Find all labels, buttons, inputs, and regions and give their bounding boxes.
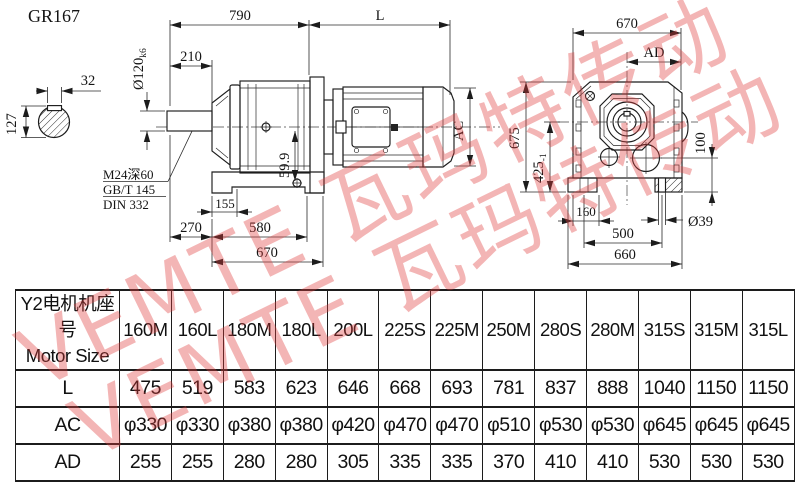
cell: 668 <box>378 369 432 408</box>
col-header: 250M <box>482 289 536 371</box>
motor-size-table: Y2电机机座号 Motor Size 160M 160L 180M 180L 2… <box>15 289 795 482</box>
cell: φ645 <box>689 406 743 445</box>
dim-center-height-425: 425-1 <box>531 153 549 183</box>
cell: 255 <box>170 443 224 482</box>
table-header-row: Y2电机机座号 Motor Size 160M 160L 180M 180L 2… <box>15 289 795 371</box>
dim-foot-hole-155: 155 <box>215 196 235 211</box>
cell: φ330 <box>170 406 224 445</box>
cell: 837 <box>534 369 588 408</box>
col-header: 160L <box>170 289 224 371</box>
row-label: AD <box>15 443 120 482</box>
cell: 888 <box>586 369 639 408</box>
cell: φ330 <box>119 406 172 445</box>
cell: 255 <box>119 443 172 482</box>
cell: 370 <box>482 443 536 482</box>
technical-drawing: GR167 32 127 Ø120k6 M24深60 GB/T 145 DIN … <box>4 6 718 269</box>
dim-motor-length-L: L <box>376 8 385 24</box>
col-header: 180L <box>274 289 328 371</box>
cell: φ645 <box>741 406 795 445</box>
cell: 410 <box>534 443 588 482</box>
cell: 781 <box>482 369 536 408</box>
note-standard-gbt: GB/T 145 <box>103 182 155 197</box>
dim-foot-hole-dia-39: Ø39 <box>688 214 713 230</box>
dim-foot-pitch-580: 580 <box>249 220 271 236</box>
cell: 623 <box>274 369 328 408</box>
cell: 1150 <box>741 369 795 408</box>
dim-overhang-270: 270 <box>180 220 202 236</box>
cell: 693 <box>430 369 484 408</box>
cell: 583 <box>222 369 276 408</box>
dim-base-width-660: 660 <box>614 247 636 263</box>
col-header: 180M <box>222 289 276 371</box>
col-header: 315L <box>741 289 795 371</box>
header-motor-size: Y2电机机座号 Motor Size <box>15 289 120 371</box>
cell: 1150 <box>689 369 743 408</box>
dim-shaft-length-210: 210 <box>180 49 202 65</box>
cell: 530 <box>637 443 691 482</box>
col-header: 200L <box>326 289 380 371</box>
col-header: 160M <box>119 289 172 371</box>
row-label: AC <box>15 406 120 445</box>
col-header: 225M <box>430 289 484 371</box>
side-view: 790 L 210 59.9 AC 155 270 580 670 <box>156 8 500 267</box>
dim-height-675: 675 <box>507 127 523 149</box>
cell: 335 <box>430 443 484 482</box>
cell: φ380 <box>274 406 328 445</box>
dim-section-height: 127 <box>4 113 20 135</box>
cell: φ645 <box>637 406 691 445</box>
table-row-AC: AC φ330 φ330 φ380 φ380 φ420 φ470 φ470 φ5… <box>15 406 795 445</box>
note-standard-din: DIN 332 <box>103 197 149 212</box>
dim-width-670: 670 <box>616 16 638 32</box>
cell: φ530 <box>534 406 588 445</box>
dim-hole-height-100: 100 <box>693 132 709 154</box>
dim-foot-offset-160: 160 <box>576 204 596 219</box>
cell: 475 <box>119 369 172 408</box>
cell: 1040 <box>637 369 691 408</box>
dim-motor-diameter-AC: AC <box>451 121 467 141</box>
cell: 646 <box>326 369 380 408</box>
cell: 280 <box>274 443 328 482</box>
cell: φ470 <box>430 406 484 445</box>
col-header: 280M <box>586 289 639 371</box>
col-header: 315S <box>637 289 691 371</box>
cell: φ470 <box>378 406 432 445</box>
header-motor-size-cn: Y2电机机座号 <box>20 293 115 340</box>
cell: φ530 <box>586 406 639 445</box>
cell: φ380 <box>222 406 276 445</box>
dim-key-width: 32 <box>81 73 96 89</box>
note-tap: M24深60 <box>103 167 154 182</box>
col-header: 225S <box>378 289 432 371</box>
table-row-AD: AD 255 255 280 280 305 335 335 370 410 4… <box>15 443 795 482</box>
end-view: 670 AD 675 425-1 100 Ø39 160 500 <box>507 16 718 269</box>
dim-base-670: 670 <box>256 245 278 261</box>
cell: φ510 <box>482 406 536 445</box>
dim-overall-790: 790 <box>229 8 251 24</box>
table-row-L: L 475 519 583 623 646 668 693 781 837 88… <box>15 369 795 408</box>
row-label: L <box>15 369 120 408</box>
col-header: 315M <box>689 289 743 371</box>
cell: 530 <box>741 443 795 482</box>
dim-terminal-AD: AD <box>644 45 665 61</box>
cell: 335 <box>378 443 432 482</box>
cell: 530 <box>689 443 743 482</box>
cell: 305 <box>326 443 380 482</box>
shaft-section-view: 32 127 Ø120k6 M24深60 GB/T 145 DIN 332 <box>4 48 195 212</box>
dim-axis-59-9: 59.9 <box>277 153 293 178</box>
cell: 280 <box>222 443 276 482</box>
dim-shaft-diameter: Ø120k6 <box>131 48 149 90</box>
header-motor-size-en: Motor Size <box>25 345 110 366</box>
cell: 519 <box>170 369 224 408</box>
cell: 410 <box>586 443 639 482</box>
cell: φ420 <box>326 406 380 445</box>
col-header: 280S <box>534 289 588 371</box>
dim-bolt-pitch-500: 500 <box>612 226 634 242</box>
drawing-title: GR167 <box>28 6 80 26</box>
